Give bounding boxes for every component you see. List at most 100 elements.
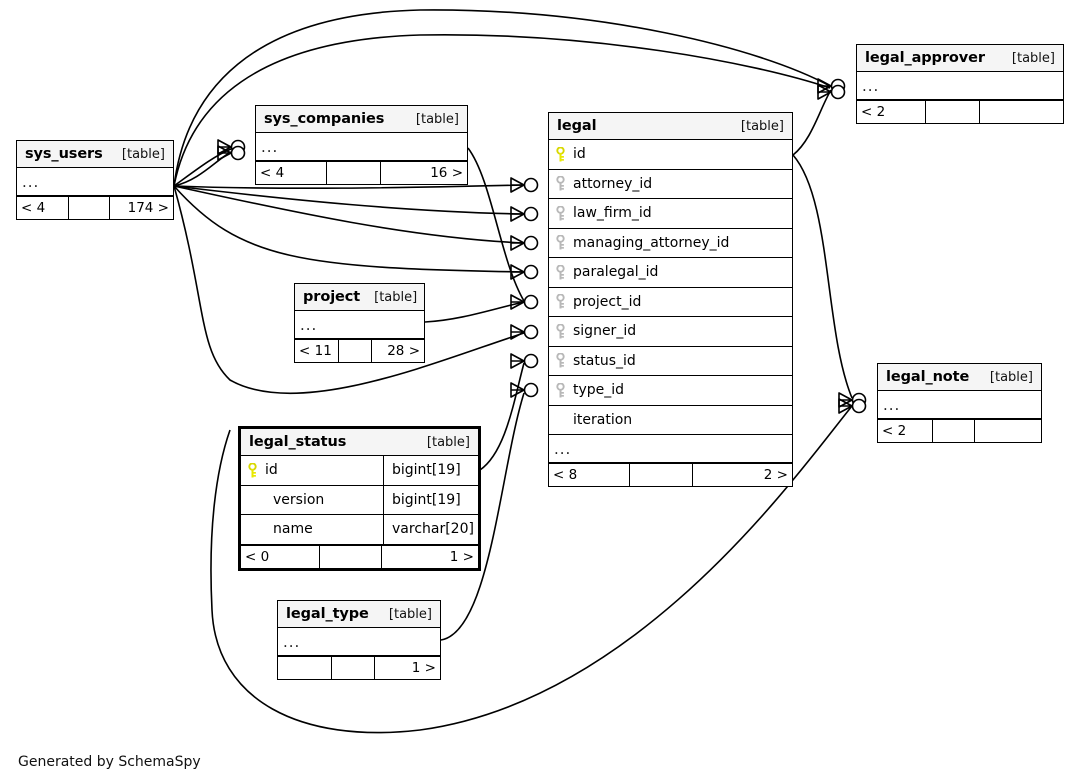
column-name: signer_id bbox=[573, 323, 637, 340]
table-node-sys-users[interactable]: sys_users [table] ... < 4 174 > bbox=[16, 140, 174, 220]
column-name: managing_attorney_id bbox=[573, 234, 730, 251]
foreign-key-icon bbox=[556, 234, 565, 250]
table-header-legal: legal [table] bbox=[549, 113, 792, 140]
generator-credit: Generated by SchemaSpy bbox=[18, 754, 201, 770]
column-name: type_id bbox=[573, 382, 625, 399]
table-header-project: project [table] bbox=[295, 284, 424, 311]
primary-key-icon bbox=[556, 146, 565, 162]
table-node-project[interactable]: project [table] ... < 11 28 > bbox=[294, 283, 425, 363]
primary-key-icon bbox=[248, 462, 257, 478]
foreign-key-icon bbox=[556, 264, 565, 280]
table-footer-sys-users: < 4 174 > bbox=[17, 196, 173, 219]
table-header-sys-companies: sys_companies [table] bbox=[256, 106, 467, 133]
column-name: status_id bbox=[573, 352, 636, 369]
footer-outgoing-count: 174 > bbox=[109, 197, 173, 219]
column-name: version bbox=[273, 491, 325, 508]
column-name: id bbox=[265, 462, 278, 479]
table-node-legal-status[interactable]: legal_status [table] id bigint[19] versi… bbox=[238, 426, 481, 571]
foreign-key-icon bbox=[556, 293, 565, 309]
footer-middle bbox=[629, 464, 692, 486]
footer-middle bbox=[68, 197, 109, 219]
footer-outgoing-count: 28 > bbox=[371, 340, 424, 362]
footer-outgoing-count: 1 > bbox=[380, 545, 478, 568]
footer-incoming-count: < 2 bbox=[861, 104, 886, 120]
footer-outgoing-count: 1 > bbox=[373, 657, 440, 679]
collapsed-columns-indicator: ... bbox=[256, 133, 467, 161]
table-type-tag: [table] bbox=[388, 606, 432, 622]
column-row-paralegal-id[interactable]: paralegal_id bbox=[549, 258, 792, 288]
table-footer-sys-companies: < 4 16 > bbox=[256, 161, 467, 184]
table-node-legal-note[interactable]: legal_note [table] ... < 2 bbox=[877, 363, 1042, 443]
column-name: name bbox=[273, 521, 313, 538]
column-name: iteration bbox=[573, 411, 633, 428]
footer-middle bbox=[337, 340, 372, 362]
footer-incoming-count: < 2 bbox=[882, 423, 907, 439]
table-node-sys-companies[interactable]: sys_companies [table] ... < 4 16 > bbox=[255, 105, 468, 185]
table-title: legal_note bbox=[886, 369, 970, 385]
column-row-name[interactable]: name varchar[20] bbox=[241, 515, 478, 545]
footer-outgoing-count: 16 > bbox=[380, 162, 467, 184]
column-row-type-id[interactable]: type_id bbox=[549, 376, 792, 406]
column-row-managing-attorney-id[interactable]: managing_attorney_id bbox=[549, 229, 792, 258]
table-title: legal_status bbox=[249, 434, 347, 450]
footer-incoming-count: < 8 bbox=[553, 467, 578, 483]
table-footer-project: < 11 28 > bbox=[295, 339, 424, 362]
footer-middle bbox=[931, 420, 974, 442]
footer-middle bbox=[325, 162, 381, 184]
table-type-tag: [table] bbox=[740, 118, 784, 134]
foreign-key-icon bbox=[556, 323, 565, 339]
table-type-tag: [table] bbox=[989, 369, 1033, 385]
collapsed-columns-indicator: ... bbox=[278, 628, 440, 656]
column-name: law_firm_id bbox=[573, 205, 652, 222]
table-type-tag: [table] bbox=[426, 434, 470, 450]
column-row-id[interactable]: id bigint[19] bbox=[241, 456, 478, 486]
column-datatype: bigint[19] bbox=[383, 485, 478, 514]
table-footer-legal: < 8 2 > bbox=[549, 463, 792, 486]
collapsed-columns-indicator: ... bbox=[17, 168, 173, 196]
footer-outgoing-count bbox=[978, 101, 1063, 123]
column-row-iteration[interactable]: iteration bbox=[549, 406, 792, 435]
table-header-legal-approver: legal_approver [table] bbox=[857, 45, 1063, 72]
table-node-legal-type[interactable]: legal_type [table] ... 1 > bbox=[277, 600, 441, 680]
column-datatype: bigint[19] bbox=[383, 456, 478, 485]
foreign-key-icon bbox=[556, 352, 565, 368]
table-footer-legal-note: < 2 bbox=[878, 419, 1041, 442]
column-row-project-id[interactable]: project_id bbox=[549, 288, 792, 317]
column-row-version[interactable]: version bigint[19] bbox=[241, 485, 478, 515]
column-name: project_id bbox=[573, 293, 642, 310]
foreign-key-icon bbox=[556, 175, 565, 191]
table-footer-legal-status: < 0 1 > bbox=[241, 544, 478, 568]
foreign-key-icon bbox=[556, 205, 565, 221]
footer-incoming-count bbox=[278, 657, 331, 679]
column-row-signer-id[interactable]: signer_id bbox=[549, 317, 792, 347]
table-type-tag: [table] bbox=[374, 289, 418, 305]
collapsed-columns-indicator: ... bbox=[857, 72, 1063, 100]
column-row-status-id[interactable]: status_id bbox=[549, 347, 792, 376]
table-title: project bbox=[303, 289, 361, 305]
column-datatype: varchar[20] bbox=[383, 515, 478, 544]
foreign-key-icon bbox=[556, 382, 565, 398]
footer-outgoing-count bbox=[974, 420, 1041, 442]
footer-outgoing-count: 2 > bbox=[692, 464, 792, 486]
table-title: sys_companies bbox=[264, 111, 385, 127]
table-title: legal bbox=[557, 118, 597, 134]
collapsed-columns-indicator: ... bbox=[549, 435, 792, 463]
table-footer-legal-type: 1 > bbox=[278, 656, 440, 679]
footer-middle bbox=[924, 101, 979, 123]
footer-incoming-count: < 4 bbox=[260, 165, 285, 181]
column-row-id[interactable]: id bbox=[549, 140, 792, 170]
table-title: legal_type bbox=[286, 606, 369, 622]
table-title: legal_approver bbox=[865, 50, 985, 66]
table-type-tag: [table] bbox=[121, 146, 165, 162]
column-row-law-firm-id[interactable]: law_firm_id bbox=[549, 199, 792, 229]
footer-incoming-count: < 0 bbox=[245, 548, 270, 565]
table-node-legal[interactable]: legal [table] id attorney_id bbox=[548, 112, 793, 487]
column-name: paralegal_id bbox=[573, 264, 659, 281]
column-row-attorney-id[interactable]: attorney_id bbox=[549, 170, 792, 199]
collapsed-columns-indicator: ... bbox=[295, 311, 424, 339]
column-name: id bbox=[573, 146, 586, 163]
table-footer-legal-approver: < 2 bbox=[857, 100, 1063, 123]
table-header-legal-type: legal_type [table] bbox=[278, 601, 440, 628]
table-node-legal-approver[interactable]: legal_approver [table] ... < 2 bbox=[856, 44, 1064, 124]
